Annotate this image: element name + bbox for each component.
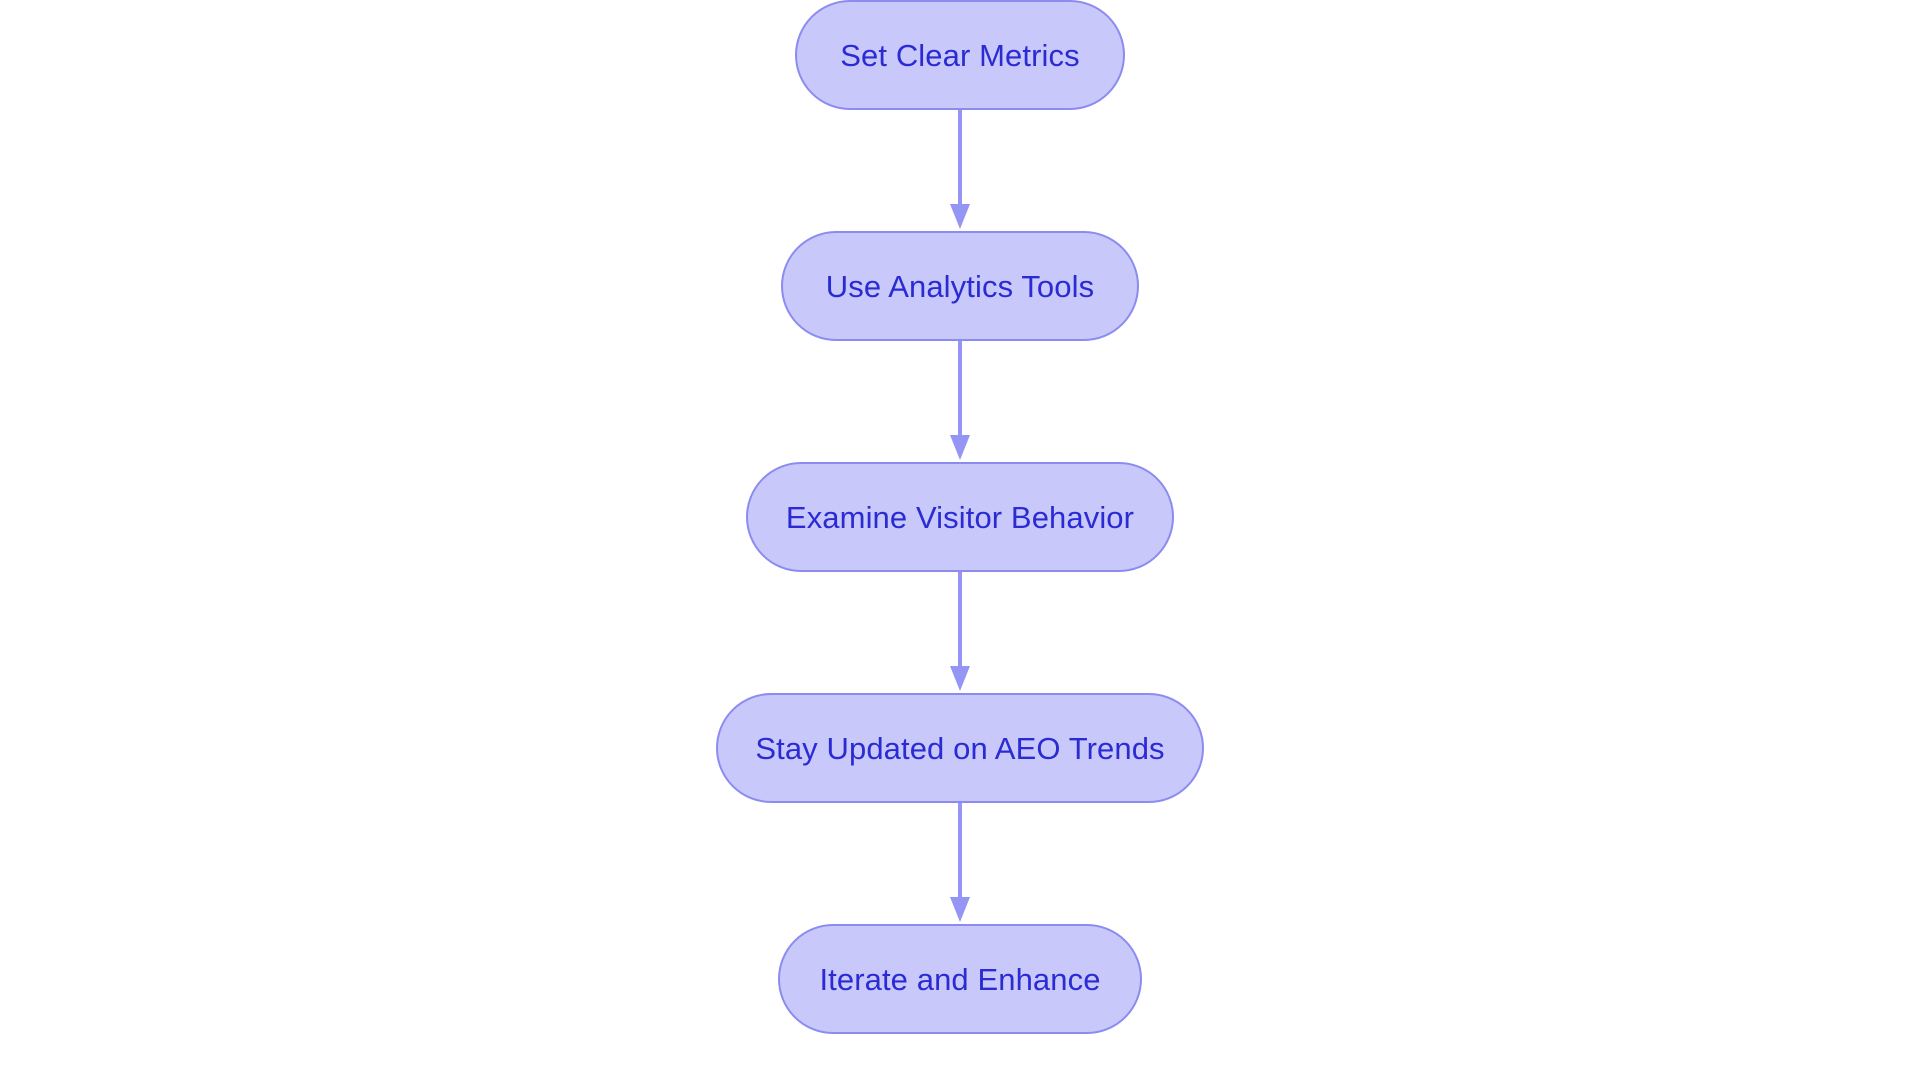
flowchart-node-use-analytics-tools[interactable]: Use Analytics Tools — [781, 231, 1139, 341]
flowchart-node-label: Iterate and Enhance — [819, 961, 1101, 997]
flowchart-arrow-2 — [950, 341, 970, 460]
flowchart-arrow-1 — [950, 110, 970, 229]
flowchart-arrow-3 — [950, 572, 970, 691]
flowchart-node-examine-visitor-behavior[interactable]: Examine Visitor Behavior — [746, 462, 1174, 572]
flowchart-node-label: Set Clear Metrics — [840, 37, 1080, 73]
flowchart-node-label: Examine Visitor Behavior — [785, 499, 1135, 535]
flowchart-arrow-4 — [950, 803, 970, 922]
flowchart-node-label: Stay Updated on AEO Trends — [755, 730, 1165, 766]
flowchart-node-iterate-and-enhance[interactable]: Iterate and Enhance — [778, 924, 1142, 1034]
flowchart-node-label: Use Analytics Tools — [825, 268, 1095, 304]
flowchart-node-set-clear-metrics[interactable]: Set Clear Metrics — [795, 0, 1125, 110]
flowchart-node-stay-updated-on-aeo-trends[interactable]: Stay Updated on AEO Trends — [716, 693, 1204, 803]
